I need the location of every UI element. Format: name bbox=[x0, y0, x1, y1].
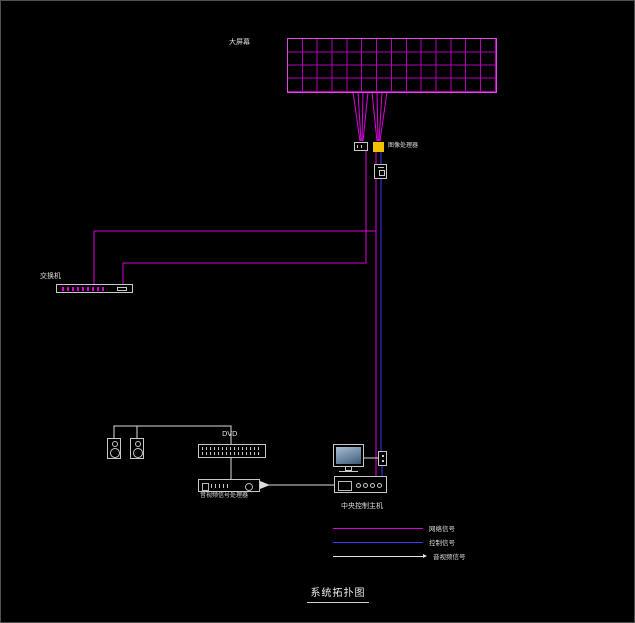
legend-row-av: 音视频信号 bbox=[333, 552, 466, 561]
control-interface-box bbox=[378, 451, 387, 466]
video-wall-grid bbox=[287, 38, 497, 93]
host-label: 中央控制主机 bbox=[341, 502, 383, 510]
indicator-dot bbox=[382, 460, 384, 462]
network-switch bbox=[56, 284, 133, 293]
legend-line-network bbox=[333, 527, 423, 529]
dvd-label: DVD bbox=[222, 430, 238, 438]
rack-ports-bottom bbox=[202, 452, 262, 455]
speaker-left bbox=[107, 438, 121, 459]
legend-label-network: 网络信号 bbox=[429, 525, 455, 533]
indicator-dot bbox=[382, 455, 384, 457]
legend-row-network: 网络信号 bbox=[333, 524, 455, 533]
front-panel-block bbox=[202, 483, 209, 491]
tweeter-icon bbox=[135, 441, 141, 447]
woofer-icon bbox=[133, 448, 143, 458]
control-pc-monitor bbox=[333, 444, 364, 467]
diagram-title: 系统拓扑图 bbox=[307, 584, 369, 603]
av-signal-processor bbox=[198, 479, 260, 492]
distributor-ports bbox=[357, 145, 365, 148]
host-button bbox=[377, 483, 382, 488]
host-button bbox=[370, 483, 375, 488]
woofer-icon bbox=[110, 448, 120, 458]
av-processor-label: 音视频信号处理器 bbox=[200, 492, 249, 499]
monitor-screen bbox=[336, 447, 361, 464]
port-tick bbox=[378, 167, 384, 168]
distributor-box bbox=[354, 142, 368, 151]
front-panel-knob bbox=[245, 483, 253, 491]
switch-uplink-port bbox=[117, 287, 127, 291]
host-display-window bbox=[338, 481, 352, 491]
screen-cable-fan-left bbox=[352, 91, 369, 142]
legend-arrow-icon bbox=[423, 554, 427, 558]
tweeter-icon bbox=[112, 441, 118, 447]
switch-label: 交换机 bbox=[40, 272, 61, 280]
rack-ports-top bbox=[202, 447, 262, 450]
processor-control-port bbox=[374, 164, 387, 179]
dvd-player bbox=[198, 444, 266, 458]
screen-cable-fan-right bbox=[371, 91, 388, 142]
video-processor-label: 图像处理器 bbox=[388, 142, 419, 149]
av-arrowhead bbox=[260, 481, 270, 489]
legend-row-control: 控制信号 bbox=[333, 538, 455, 547]
monitor-stand bbox=[345, 467, 352, 471]
video-processor-box bbox=[373, 142, 384, 152]
switch-ports bbox=[62, 287, 106, 291]
network-lines bbox=[93, 151, 377, 476]
legend-line-control bbox=[333, 541, 423, 543]
monitor-base bbox=[339, 471, 358, 472]
legend-label-control: 控制信号 bbox=[429, 539, 455, 547]
port-mark bbox=[379, 170, 385, 176]
legend-label-av: 音视频信号 bbox=[433, 553, 466, 561]
host-buttons bbox=[356, 483, 382, 488]
control-lines bbox=[380, 152, 383, 476]
speaker-right bbox=[130, 438, 144, 459]
central-control-host bbox=[334, 476, 387, 493]
host-button bbox=[356, 483, 361, 488]
front-panel-ticks bbox=[211, 484, 229, 488]
video-wall-label: 大屏幕 bbox=[229, 38, 250, 46]
host-button bbox=[363, 483, 368, 488]
legend-line-av bbox=[333, 555, 423, 557]
